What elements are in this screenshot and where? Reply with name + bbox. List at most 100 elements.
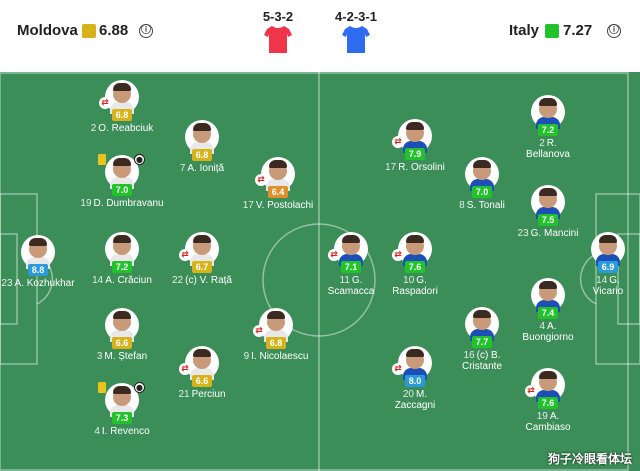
- player-rating-badge: 8.0: [405, 375, 425, 387]
- home-formation: 5-3-2: [262, 9, 294, 24]
- match-header: Moldova 6.88 ⓘ 5-3-2 4-2-3-1 Italy 7.27 …: [0, 0, 640, 72]
- player-avatar: 7.2: [105, 232, 139, 273]
- substitution-icon: ⇄: [253, 325, 265, 337]
- player-rating-badge: 7.2: [538, 124, 558, 136]
- player-avatar: ● 7.0: [98, 154, 145, 196]
- away-rating-box: [545, 24, 559, 38]
- goal-ball-icon: ●: [134, 154, 145, 165]
- player-avatar: 7.2: [531, 95, 565, 136]
- away-team-rating: 7.27: [563, 22, 593, 39]
- player-rating-badge: 7.0: [112, 184, 132, 196]
- substitution-icon: ⇄: [179, 363, 191, 375]
- home-team-rating: 6.88: [99, 22, 129, 39]
- substitution-icon: ⇄: [99, 97, 111, 109]
- substitution-icon: ⇄: [392, 136, 404, 148]
- player-rating-badge: 6.8: [192, 149, 212, 161]
- player-avatar: ⇄ 6.8: [253, 308, 293, 349]
- substitution-icon: ⇄: [525, 385, 537, 397]
- player-card[interactable]: ⇄ 6.7 22(c) V. Rață: [142, 232, 262, 286]
- player-avatar: 6.9: [591, 232, 625, 273]
- home-shirt-icon: [264, 26, 292, 53]
- home-info-icon[interactable]: ⓘ: [139, 24, 153, 38]
- player-name: 22(c) V. Rață: [172, 275, 232, 286]
- player-avatar: ⇄ 7.9: [392, 119, 432, 160]
- player-rating-badge: 7.0: [472, 186, 492, 198]
- watermark: 狗子冷眼看体坛: [547, 452, 632, 466]
- substitution-icon: ⇄: [255, 174, 267, 186]
- player-avatar: ⇄ 6.6: [179, 346, 219, 387]
- player-rating-badge: 7.6: [538, 397, 558, 409]
- away-team-name[interactable]: Italy: [509, 22, 540, 39]
- player-rating-badge: 7.5: [538, 214, 558, 226]
- yellow-card-icon: [98, 154, 106, 165]
- yellow-card-icon: [98, 382, 106, 393]
- player-avatar: 6.8: [185, 120, 219, 161]
- player-rating-badge: 6.4: [268, 186, 288, 198]
- home-rating-box: [82, 24, 96, 38]
- player-card[interactable]: 7.7 16(c) B.Cristante: [422, 307, 542, 372]
- substitution-icon: ⇄: [392, 249, 404, 261]
- home-team-name[interactable]: Moldova: [17, 22, 78, 39]
- player-avatar: ⇄ 7.6: [392, 232, 432, 273]
- player-avatar: 6.6: [105, 308, 139, 349]
- player-avatar: ⇄ 6.4: [255, 157, 295, 198]
- away-info-icon[interactable]: ⓘ: [607, 24, 621, 38]
- player-avatar: ⇄ 6.8: [99, 80, 139, 121]
- player-rating-badge: 6.8: [266, 337, 286, 349]
- player-avatar: 7.4: [531, 278, 565, 319]
- substitution-icon: ⇄: [392, 363, 404, 375]
- player-avatar: ● 7.3: [98, 382, 145, 424]
- player-avatar: ⇄ 7.1: [328, 232, 368, 273]
- player-avatar: 7.0: [465, 157, 499, 198]
- player-rating-badge: 7.7: [472, 336, 492, 348]
- player-rating-badge: 6.6: [192, 375, 212, 387]
- player-rating-badge: 7.4: [538, 307, 558, 319]
- away-formation: 4-2-3-1: [335, 9, 377, 24]
- substitution-icon: ⇄: [328, 249, 340, 261]
- player-avatar: ⇄ 8.0: [392, 346, 432, 387]
- player-rating-badge: 6.8: [112, 109, 132, 121]
- player-rating-badge: 7.3: [112, 412, 132, 424]
- player-rating-badge: 7.6: [405, 261, 425, 273]
- player-rating-badge: 6.9: [598, 261, 618, 273]
